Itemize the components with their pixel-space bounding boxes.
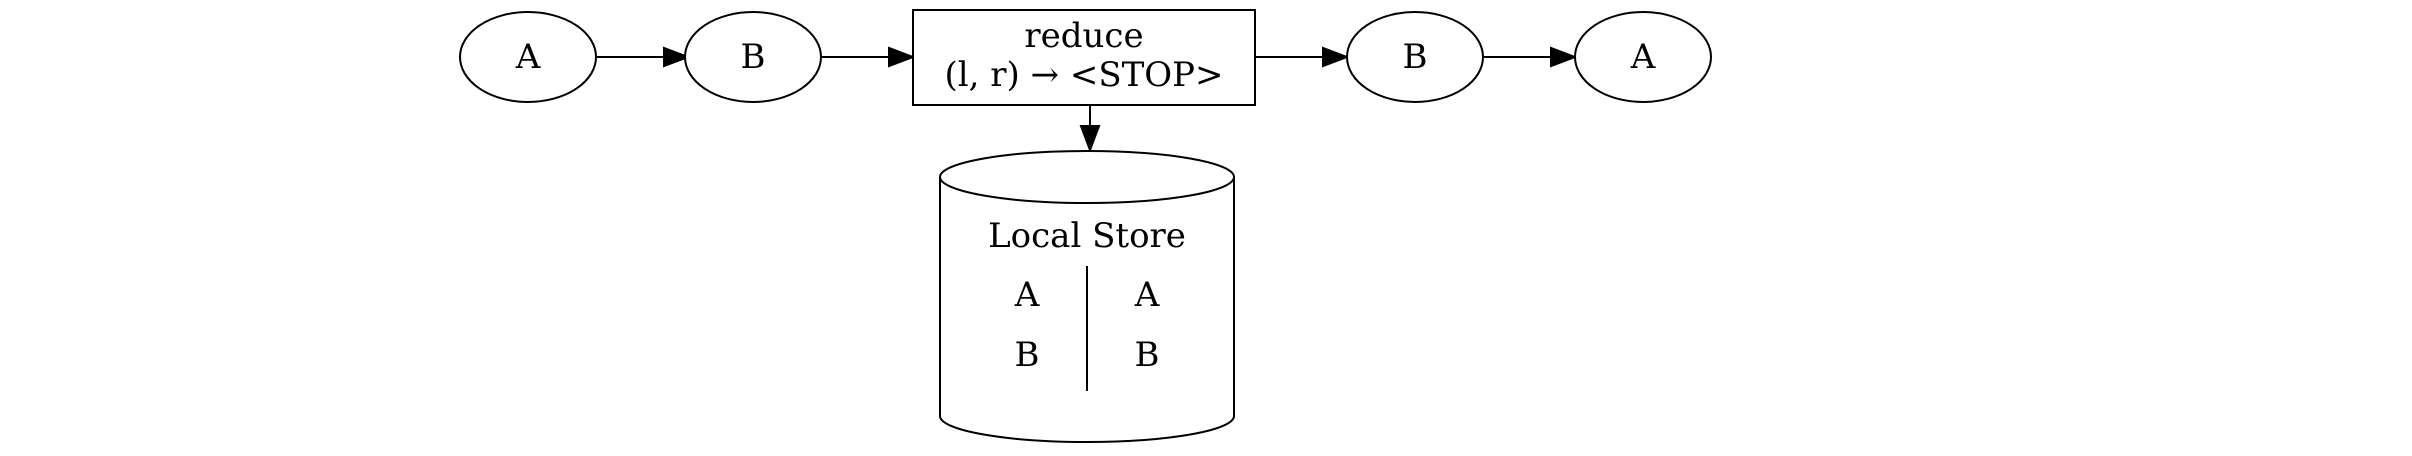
node-a-left-label: A [515,37,541,77]
edge-a-to-b [596,46,691,68]
node-b-right: B [1346,11,1484,103]
node-a-left: A [459,11,597,103]
arrow-head [1550,46,1578,68]
reduce-title: reduce [1024,16,1143,56]
store-cell: A [1014,275,1040,315]
arrow-head [1079,125,1101,153]
node-b-right-label: B [1403,37,1428,77]
edge-b-to-reduce [821,46,916,68]
local-store-title: Local Store [988,216,1186,256]
reduce-expression: (l, r) → <STOP> [944,55,1223,95]
node-a-right-label: A [1630,37,1656,77]
node-a-right: A [1574,11,1712,103]
arrow-head [663,46,691,68]
edge-b-to-a [1483,46,1578,68]
edge-reduce-to-b [1255,46,1350,68]
store-cell: B [1015,335,1040,375]
local-store-cylinder: Local Store A A B B [939,150,1235,443]
store-cell: A [1134,275,1160,315]
node-reduce: reduce (l, r) → <STOP> [912,9,1256,106]
arrow-head [1322,46,1350,68]
node-b-left: B [684,11,822,103]
node-b-left-label: B [741,37,766,77]
store-cell: B [1135,335,1160,375]
edge-reduce-to-store [1079,105,1101,153]
arrow-head [888,46,916,68]
